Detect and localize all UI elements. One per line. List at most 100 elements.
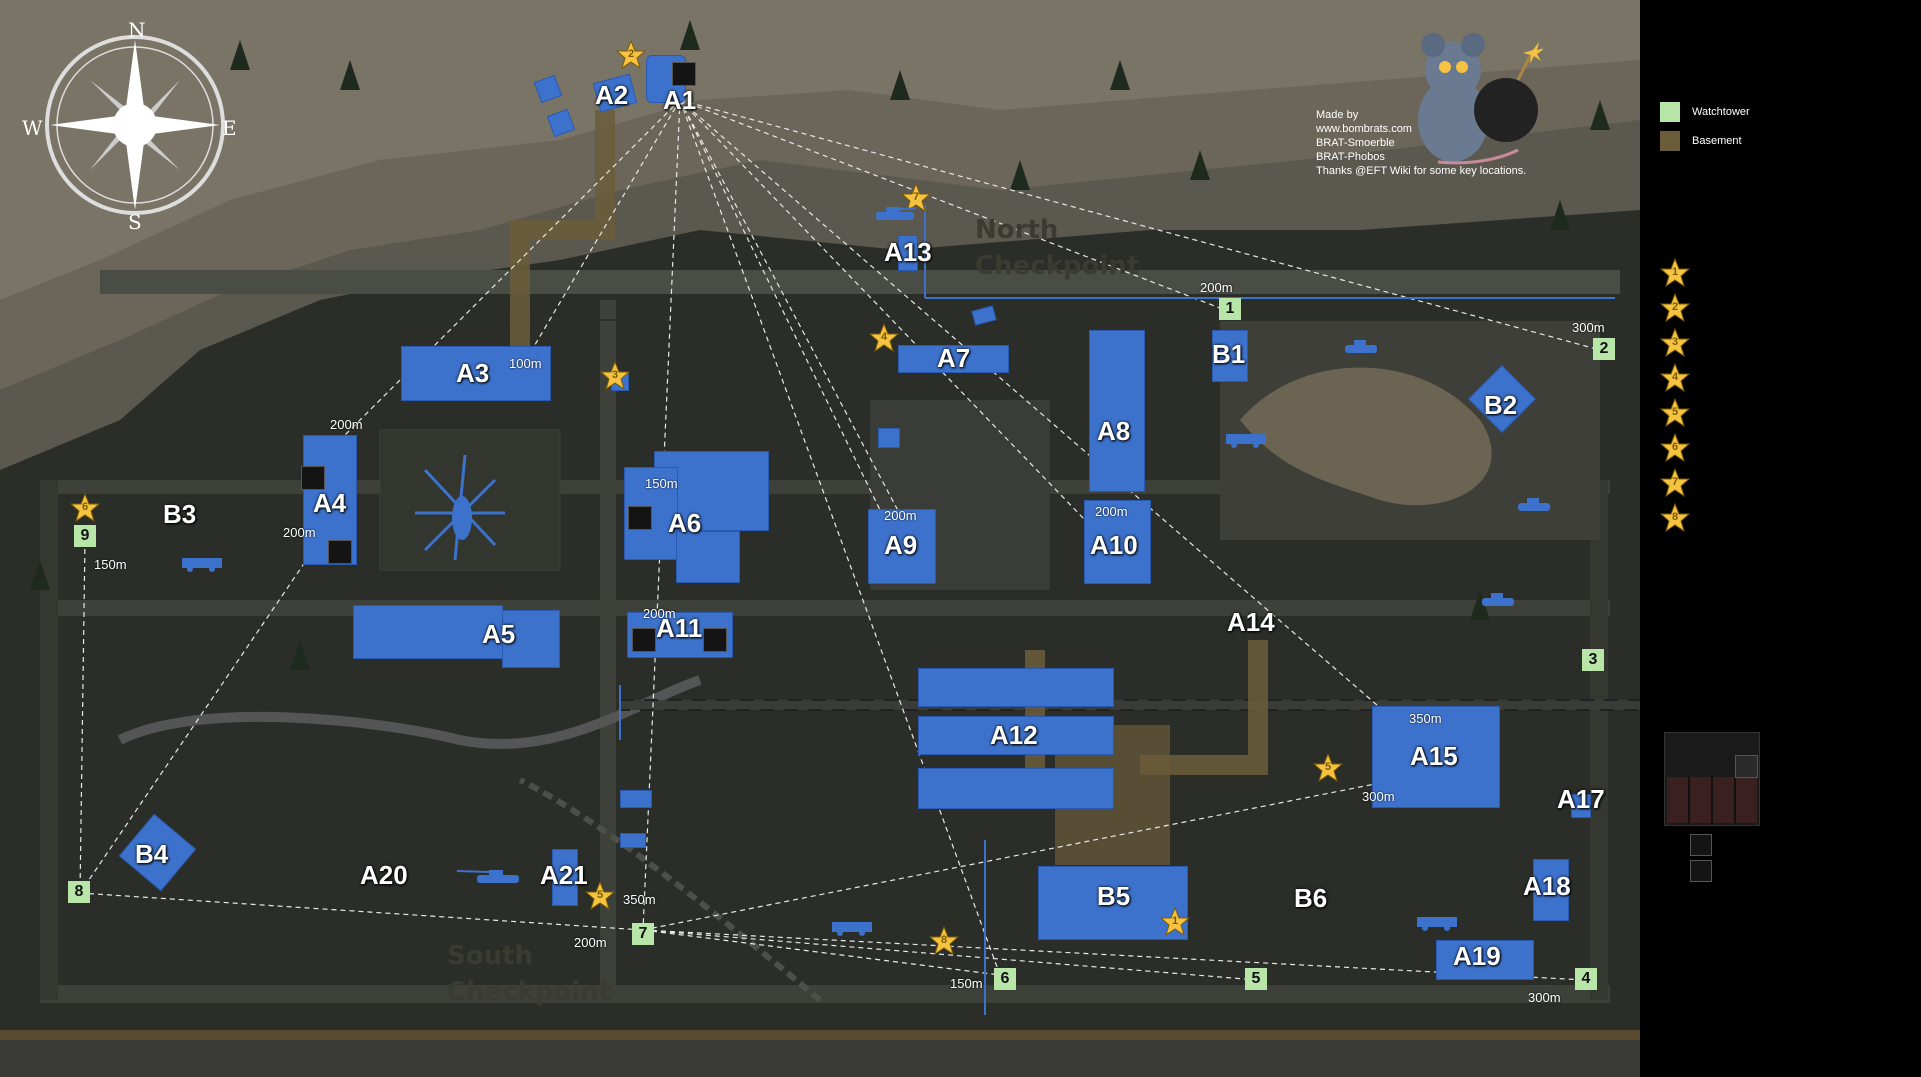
building-a19[interactable]: [1436, 940, 1534, 980]
label-a1: A1: [663, 85, 697, 115]
distance-label: 300m: [1528, 990, 1561, 1005]
tank-icon: [1482, 593, 1514, 606]
star-icon: [1659, 257, 1691, 288]
building-a12-north[interactable]: [918, 668, 1114, 707]
label-a6: A6: [668, 508, 702, 538]
building-a9[interactable]: [868, 509, 936, 584]
label-a18: A18: [1523, 871, 1571, 901]
loot-icon[interactable]: [628, 506, 652, 530]
building-a17[interactable]: [1571, 794, 1591, 818]
legend-watchtower: Watchtower: [1660, 102, 1750, 122]
building-a10[interactable]: [1084, 500, 1151, 584]
north-checkpoint-label: North Checkpoint: [975, 212, 1139, 284]
star-icon: [70, 493, 100, 523]
star-number: 3: [1671, 336, 1679, 348]
watchtower-6[interactable]: 6: [994, 968, 1016, 990]
star-icon: [1659, 292, 1691, 323]
legend-star-4[interactable]: 4: [1659, 362, 1691, 393]
star-marker[interactable]: 3: [600, 361, 630, 391]
legend-star-2[interactable]: 2: [1659, 292, 1691, 323]
credits-line: Made by: [1316, 109, 1359, 121]
label-b6: B6: [1294, 883, 1328, 913]
star-marker[interactable]: 7: [901, 183, 931, 213]
star-icon: [1659, 432, 1691, 463]
building-a18[interactable]: [1533, 859, 1569, 921]
building-a3[interactable]: [401, 346, 551, 401]
building-block[interactable]: [878, 428, 900, 448]
star-marker[interactable]: 1: [1160, 907, 1190, 937]
building-a5-wing[interactable]: [502, 610, 560, 668]
watchtower-8[interactable]: 8: [68, 881, 90, 903]
label-a19: A19: [1453, 941, 1501, 971]
star-marker[interactable]: 5: [1313, 753, 1343, 783]
distance-label: 150m: [94, 557, 127, 572]
label-a7: A7: [937, 343, 971, 373]
loot-icon[interactable]: [632, 628, 656, 652]
tank-icon: [1345, 340, 1377, 353]
legend-basement: Basement: [1660, 131, 1742, 151]
building-block[interactable]: [620, 833, 646, 848]
building-a15[interactable]: [1372, 706, 1500, 808]
label-a10: A10: [1090, 530, 1138, 560]
loot-icon[interactable]: [703, 628, 727, 652]
key-icon[interactable]: [1690, 860, 1712, 882]
star-number: 8: [1671, 511, 1679, 523]
compass-rose-icon: [45, 35, 225, 215]
star-marker[interactable]: 2: [616, 40, 646, 70]
building-a13[interactable]: [898, 235, 918, 271]
credits: Made by www.bombrats.com BRAT-Smoerble B…: [1316, 108, 1526, 178]
building-a8[interactable]: [1089, 330, 1145, 492]
legend-star-8[interactable]: 8: [1659, 502, 1691, 533]
building-a6-annex[interactable]: [676, 531, 740, 583]
building-a12[interactable]: [918, 716, 1114, 755]
checkpoint-line: Checkpoint: [447, 977, 612, 1007]
star-marker[interactable]: 5: [585, 881, 615, 911]
star-icon: [869, 323, 899, 353]
loot-icon[interactable]: [301, 466, 325, 490]
building-a5[interactable]: [353, 605, 503, 659]
building-a7[interactable]: [898, 345, 1009, 373]
label-a11: A11: [656, 613, 703, 643]
star-marker[interactable]: 8: [929, 926, 959, 956]
label-a3: A3: [456, 358, 490, 388]
watchtower-1[interactable]: 1: [1219, 298, 1241, 320]
star-number: 6: [81, 501, 89, 513]
watchtower-2[interactable]: 2: [1593, 338, 1615, 360]
legend-panel: Watchtower Basement 1 2 3 4 5 6 7 8: [1640, 0, 1921, 1077]
legend-star-5[interactable]: 5: [1659, 397, 1691, 428]
label-a13: A13: [884, 237, 932, 267]
building-b1[interactable]: [1212, 330, 1248, 382]
distance-label: 200m: [330, 417, 363, 432]
star-marker[interactable]: 4: [869, 323, 899, 353]
building-a12-south[interactable]: [918, 768, 1114, 809]
distance-label: 200m: [884, 508, 917, 523]
legend-star-1[interactable]: 1: [1659, 257, 1691, 288]
star-icon: [1659, 327, 1691, 358]
watchtower-3[interactable]: 3: [1582, 649, 1604, 671]
watchtower-5[interactable]: 5: [1245, 968, 1267, 990]
loot-icon[interactable]: [672, 62, 696, 86]
distance-label: 200m: [574, 935, 607, 950]
legend-star-3[interactable]: 3: [1659, 327, 1691, 358]
map-area[interactable]: N S E W Made by www.bombrats.com BRAT-Sm…: [0, 0, 1640, 1077]
compass-south: S: [128, 210, 142, 234]
watchtower-9[interactable]: 9: [74, 525, 96, 547]
distance-label: 300m: [1572, 320, 1605, 335]
watchtower-4[interactable]: 4: [1575, 968, 1597, 990]
star-icon: [1160, 907, 1190, 937]
key-icon[interactable]: [1690, 834, 1712, 856]
star-marker[interactable]: 6: [70, 493, 100, 523]
distance-label: 150m: [645, 476, 678, 491]
legend-star-7[interactable]: 7: [1659, 467, 1691, 498]
building-a21[interactable]: [552, 849, 578, 906]
building-block[interactable]: [620, 790, 652, 808]
star-number: 1: [1171, 915, 1179, 927]
loot-icon[interactable]: [328, 540, 352, 564]
star-icon: [1659, 397, 1691, 428]
key-grid-panel[interactable]: [1664, 732, 1760, 826]
label-b2: B2: [1484, 390, 1518, 420]
watchtower-7[interactable]: 7: [632, 923, 654, 945]
truck-icon: [1226, 434, 1266, 448]
star-icon: [1659, 467, 1691, 498]
legend-star-6[interactable]: 6: [1659, 432, 1691, 463]
